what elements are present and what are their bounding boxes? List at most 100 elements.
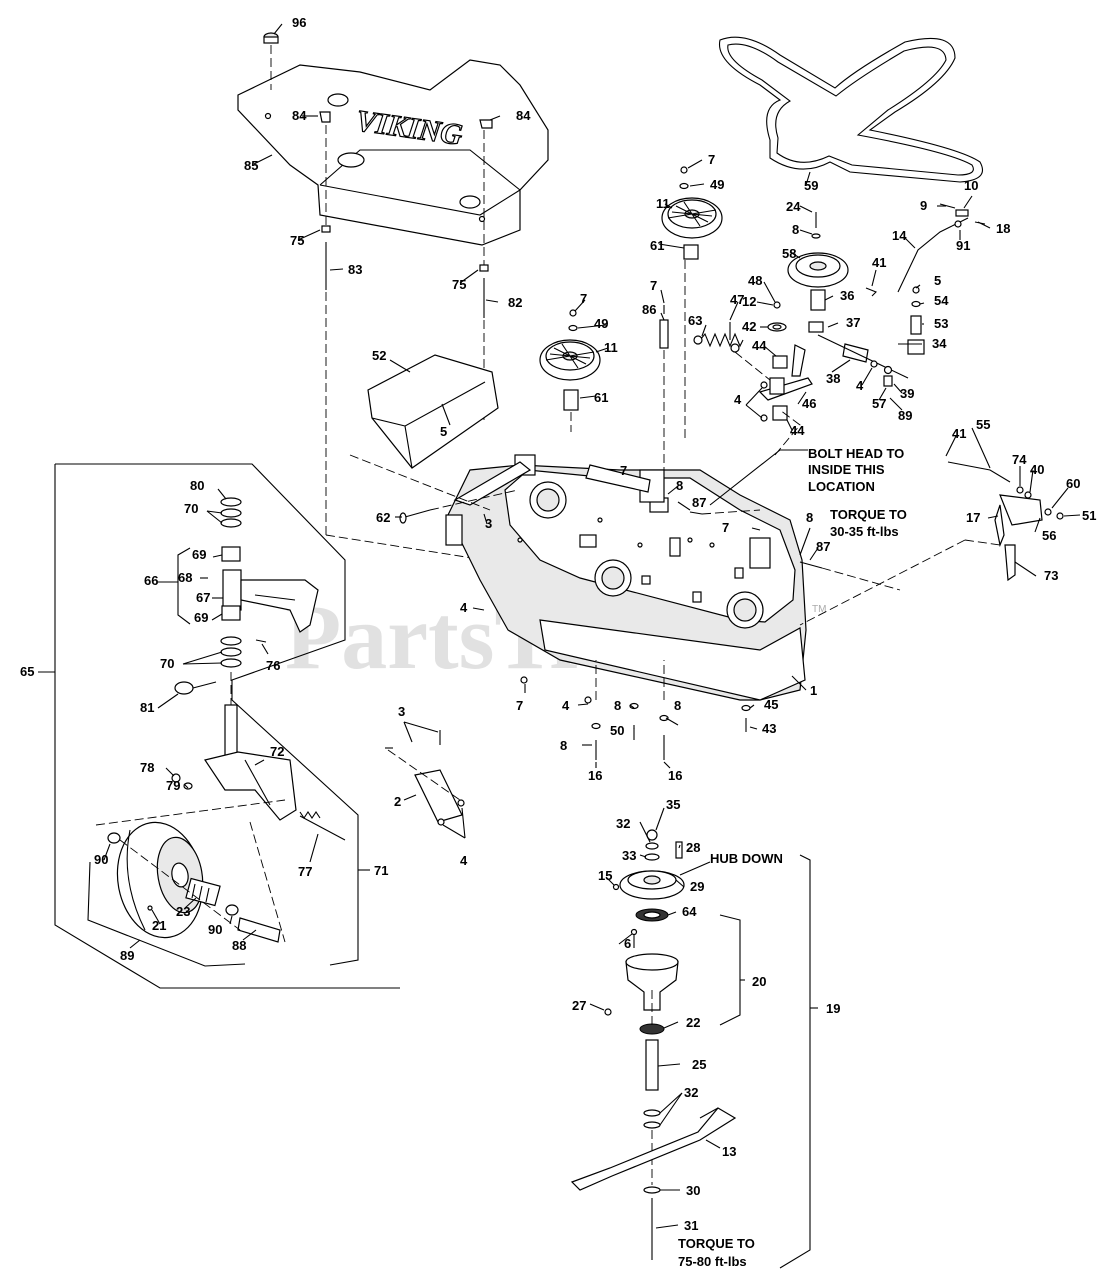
callout-87: 87 bbox=[816, 539, 830, 554]
callout-7: 7 bbox=[650, 278, 657, 293]
callout-57: 57 bbox=[872, 396, 886, 411]
callout-47: 47 bbox=[730, 292, 744, 307]
belt-shield-52 bbox=[349, 354, 499, 511]
callout-41: 41 bbox=[952, 426, 966, 441]
callout-61: 61 bbox=[650, 238, 664, 253]
callout-19: 19 bbox=[826, 1001, 840, 1016]
callout-59: 59 bbox=[804, 178, 818, 193]
callout-13: 13 bbox=[722, 1144, 736, 1159]
callout-54: 54 bbox=[934, 293, 949, 308]
callout-67: 67 bbox=[196, 590, 210, 605]
callout-84: 84 bbox=[516, 108, 531, 123]
idler-pulley-upper bbox=[661, 197, 723, 440]
callout-32: 32 bbox=[684, 1085, 698, 1100]
callout-65: 65 bbox=[20, 664, 34, 679]
callout-7: 7 bbox=[516, 698, 523, 713]
callout-27: 27 bbox=[572, 998, 586, 1013]
callout-4: 4 bbox=[734, 392, 742, 407]
callout-4: 4 bbox=[460, 853, 468, 868]
callout-75: 75 bbox=[290, 233, 304, 248]
callout-4: 4 bbox=[460, 600, 468, 615]
callout-22: 22 bbox=[686, 1015, 700, 1030]
callout-4: 4 bbox=[562, 698, 570, 713]
callout-8: 8 bbox=[560, 738, 567, 753]
mower-deck-1 bbox=[445, 454, 807, 701]
notes: BOLT HEAD TO INSIDE THIS LOCATION TORQUE… bbox=[678, 446, 907, 1269]
callout-88: 88 bbox=[232, 938, 246, 953]
callout-16: 16 bbox=[668, 768, 682, 783]
callout-82: 82 bbox=[508, 295, 522, 310]
callout-89: 89 bbox=[898, 408, 912, 423]
lift-rod-14 bbox=[865, 203, 986, 297]
blade-13 bbox=[570, 1107, 737, 1191]
callout-62: 62 bbox=[376, 510, 390, 525]
callout-53: 53 bbox=[934, 316, 948, 331]
callout-51: 51 bbox=[1082, 508, 1096, 523]
callout-81: 81 bbox=[140, 700, 154, 715]
callout-84: 84 bbox=[292, 108, 307, 123]
callout-7: 7 bbox=[722, 520, 729, 535]
idler-pulley-lower bbox=[539, 339, 601, 432]
callout-61: 61 bbox=[594, 390, 608, 405]
callout-90: 90 bbox=[208, 922, 222, 937]
tension-spring-63 bbox=[693, 332, 771, 381]
callout-8: 8 bbox=[674, 698, 681, 713]
callout-86: 86 bbox=[642, 302, 656, 317]
callout-74: 74 bbox=[1012, 452, 1027, 467]
callout-7: 7 bbox=[708, 152, 715, 167]
callout-8: 8 bbox=[614, 698, 621, 713]
note-torque-a-line2: 30-35 ft-lbs bbox=[830, 524, 899, 539]
callout-80: 80 bbox=[190, 478, 204, 493]
callout-12: 12 bbox=[742, 294, 756, 309]
note-torque-b-line1: TORQUE TO bbox=[678, 1236, 755, 1251]
callout-16: 16 bbox=[588, 768, 602, 783]
callout-68: 68 bbox=[178, 570, 192, 585]
callout-37: 37 bbox=[846, 315, 860, 330]
callout-63: 63 bbox=[688, 313, 702, 328]
callout-39: 39 bbox=[900, 386, 914, 401]
callout-7: 7 bbox=[580, 291, 587, 306]
callout-40: 40 bbox=[1030, 462, 1044, 477]
callout-91: 91 bbox=[956, 238, 970, 253]
callout-55: 55 bbox=[976, 417, 990, 432]
lift-arm-55-56 bbox=[799, 461, 1064, 626]
callout-5: 5 bbox=[440, 424, 447, 439]
callout-73: 73 bbox=[1044, 568, 1058, 583]
caster-fork-72 bbox=[204, 704, 297, 821]
callout-11: 11 bbox=[604, 340, 618, 355]
callout-5: 5 bbox=[934, 273, 941, 288]
callout-36: 36 bbox=[840, 288, 854, 303]
callout-6: 6 bbox=[624, 936, 631, 951]
callout-69: 69 bbox=[192, 547, 206, 562]
caster-mount-67 bbox=[222, 569, 319, 633]
callout-15: 15 bbox=[598, 868, 612, 883]
callout-58: 58 bbox=[782, 246, 796, 261]
callout-30: 30 bbox=[686, 1183, 700, 1198]
callout-64: 64 bbox=[682, 904, 697, 919]
spindle-assembly bbox=[604, 829, 685, 1260]
callout-69: 69 bbox=[194, 610, 208, 625]
note-bolt-head-line1: BOLT HEAD TO bbox=[808, 446, 904, 461]
callout-41: 41 bbox=[872, 255, 886, 270]
bolt-62 bbox=[399, 489, 519, 524]
deck-cover: VIKING bbox=[237, 59, 549, 246]
callout-2: 2 bbox=[394, 794, 401, 809]
watermark-tm: TM bbox=[812, 604, 826, 615]
callout-8: 8 bbox=[676, 478, 683, 493]
spacer-88 bbox=[237, 917, 281, 943]
callout-70: 70 bbox=[184, 501, 198, 516]
note-torque-a-line1: TORQUE TO bbox=[830, 507, 907, 522]
callout-70: 70 bbox=[160, 656, 174, 671]
callout-25: 25 bbox=[692, 1057, 706, 1072]
callout-56: 56 bbox=[1042, 528, 1056, 543]
callout-18: 18 bbox=[996, 221, 1010, 236]
callout-90: 90 bbox=[94, 852, 108, 867]
drive-pulley-58 bbox=[787, 252, 849, 333]
callout-14: 14 bbox=[892, 228, 907, 243]
callout-1: 1 bbox=[810, 683, 817, 698]
adjuster-assembly bbox=[817, 334, 909, 387]
callout-38: 38 bbox=[826, 371, 840, 386]
callout-46: 46 bbox=[802, 396, 816, 411]
callout-83: 83 bbox=[348, 262, 362, 277]
callout-20: 20 bbox=[752, 974, 766, 989]
